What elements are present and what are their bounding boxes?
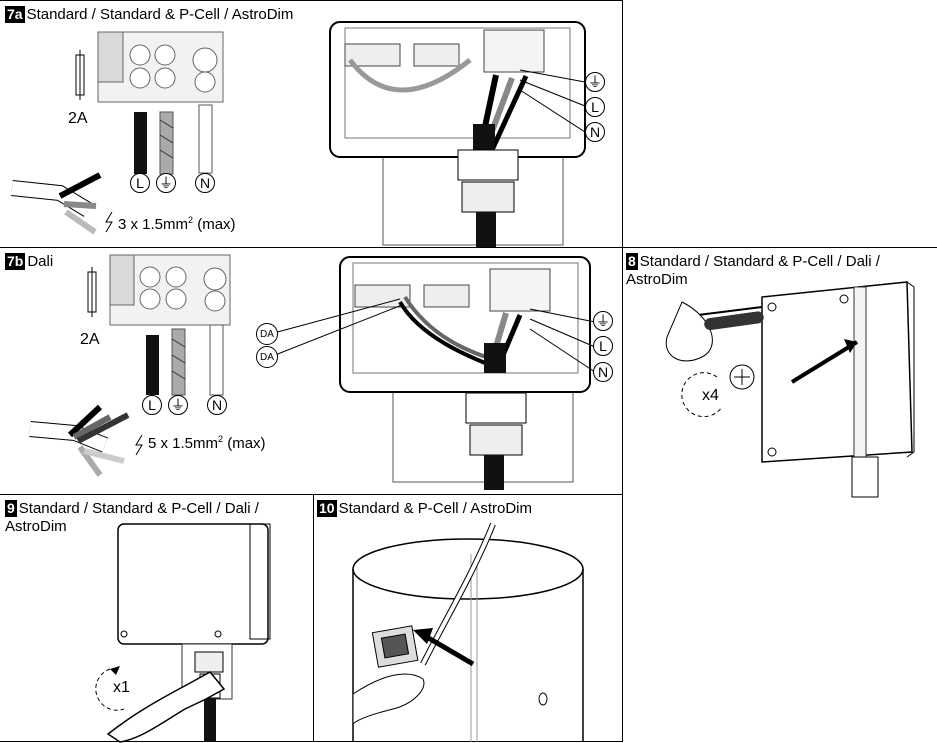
frame-top [0, 0, 622, 1]
turn-count: x1 [113, 679, 130, 696]
screwdriver-diagram [665, 281, 915, 498]
step-number: 7b [5, 253, 26, 270]
cable-spec: 3 x 1.5mm2 (max) [118, 215, 236, 233]
step-number: 9 [5, 500, 17, 517]
frame-bottom [0, 741, 622, 742]
live-symbol-right: L [593, 336, 613, 356]
terminal-diagram [11, 21, 586, 247]
frame-divider-b [313, 494, 314, 742]
cable-spec: 5 x 1.5mm2 (max) [148, 434, 266, 452]
pole-diagram [352, 522, 584, 742]
neutral-symbol: N [207, 395, 227, 415]
terminal-diagram [29, 254, 596, 490]
neutral-symbol-right: N [593, 362, 613, 382]
frame-row2 [0, 494, 622, 495]
earth-symbol: ⏚ [156, 173, 176, 193]
step-number: 7a [5, 6, 25, 23]
step-number: 10 [317, 500, 337, 517]
wrench-diagram [95, 523, 271, 743]
dali-symbol-2: DA [256, 346, 278, 368]
earth-symbol: ⏚ [168, 395, 188, 415]
neutral-symbol: N [195, 173, 215, 193]
turn-count: x4 [702, 387, 719, 404]
neutral-symbol-right: N [585, 122, 605, 142]
frame-divider-a [622, 0, 623, 742]
step-number: 8 [626, 253, 638, 270]
live-symbol: L [142, 395, 162, 415]
dali-symbol-1: DA [256, 323, 278, 345]
earth-symbol-right: ⏚ [585, 72, 605, 92]
fuse-label: 2A [80, 331, 100, 348]
frame-row1 [0, 247, 937, 248]
earth-symbol-right: ⏚ [593, 311, 613, 331]
fuse-label: 2A [68, 110, 88, 127]
live-symbol: L [130, 173, 150, 193]
live-symbol-right: L [585, 97, 605, 117]
